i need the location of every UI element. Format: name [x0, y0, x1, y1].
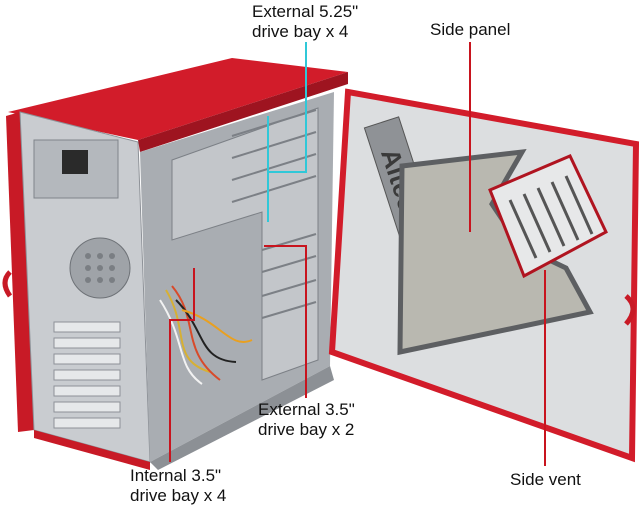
side-vent-slats [508, 175, 594, 259]
case-bottom-edge [34, 430, 150, 470]
label-side-panel: Side panel [430, 20, 511, 39]
case-left-frame [6, 112, 34, 432]
case-top-edge [138, 72, 348, 152]
label-side-vent: Side vent [510, 470, 581, 489]
label-external-35-drive-bay: External 3.5" drive bay x 2 [258, 400, 355, 439]
side-panel-handle [624, 294, 636, 326]
label-internal-35-drive-bay: Internal 3.5" drive bay x 4 [130, 466, 227, 505]
callout-line-internal-35 [169, 268, 195, 462]
psu-switch [62, 150, 88, 174]
case-left-handle [2, 270, 13, 298]
case-top-panel [8, 58, 348, 140]
expansion-slot-covers [53, 321, 121, 429]
case-interior-floor [150, 366, 334, 470]
label-external-525-drive-bay: External 5.25" drive bay x 4 [252, 2, 359, 41]
side-vent [488, 154, 608, 279]
fan-grille-holes [85, 253, 115, 283]
callout-line-external-35 [264, 245, 307, 398]
callout-line-external-525 [268, 42, 307, 173]
cable-bundle [159, 285, 253, 385]
